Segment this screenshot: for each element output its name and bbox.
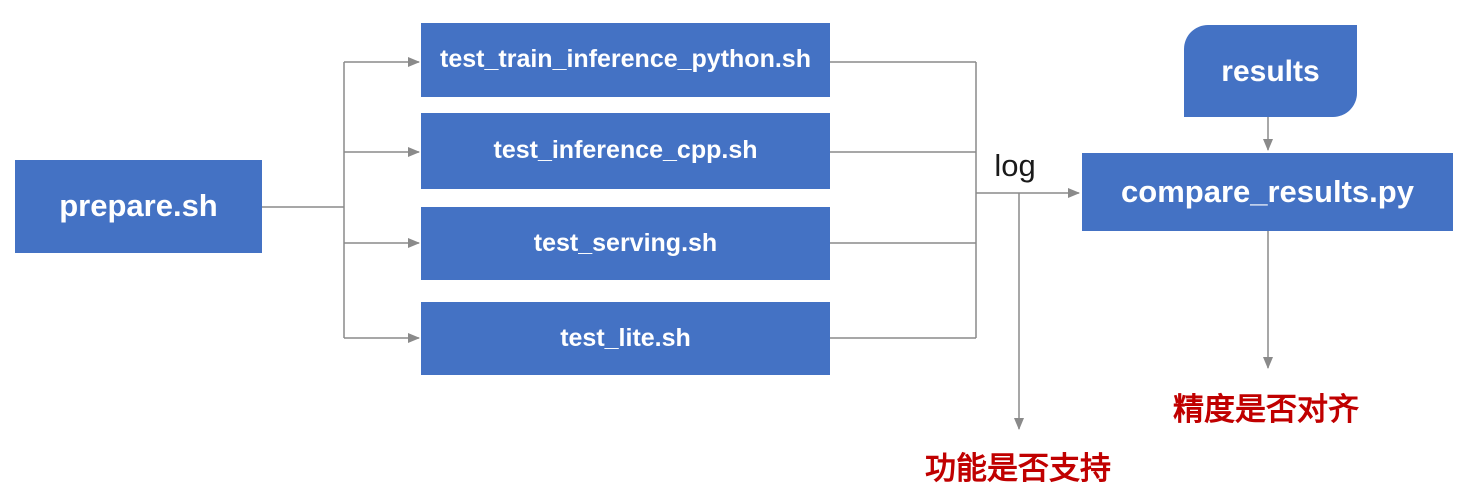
node-test-lite-sh: test_lite.sh	[421, 302, 830, 375]
annotation-precision-alignment: 精度是否对齐	[1173, 392, 1359, 427]
node-test-inference-cpp-sh: test_inference_cpp.sh	[421, 113, 830, 189]
node-compare-results-py: compare_results.py	[1082, 153, 1453, 231]
node-results: results	[1184, 25, 1357, 117]
edge-label-log: log	[994, 148, 1036, 183]
node-prepare-sh: prepare.sh	[15, 160, 262, 253]
node-test-serving-sh: test_serving.sh	[421, 207, 830, 280]
annotation-function-support: 功能是否支持	[925, 451, 1111, 486]
node-test-train-inference-python-sh: test_train_inference_python.sh	[421, 23, 830, 97]
